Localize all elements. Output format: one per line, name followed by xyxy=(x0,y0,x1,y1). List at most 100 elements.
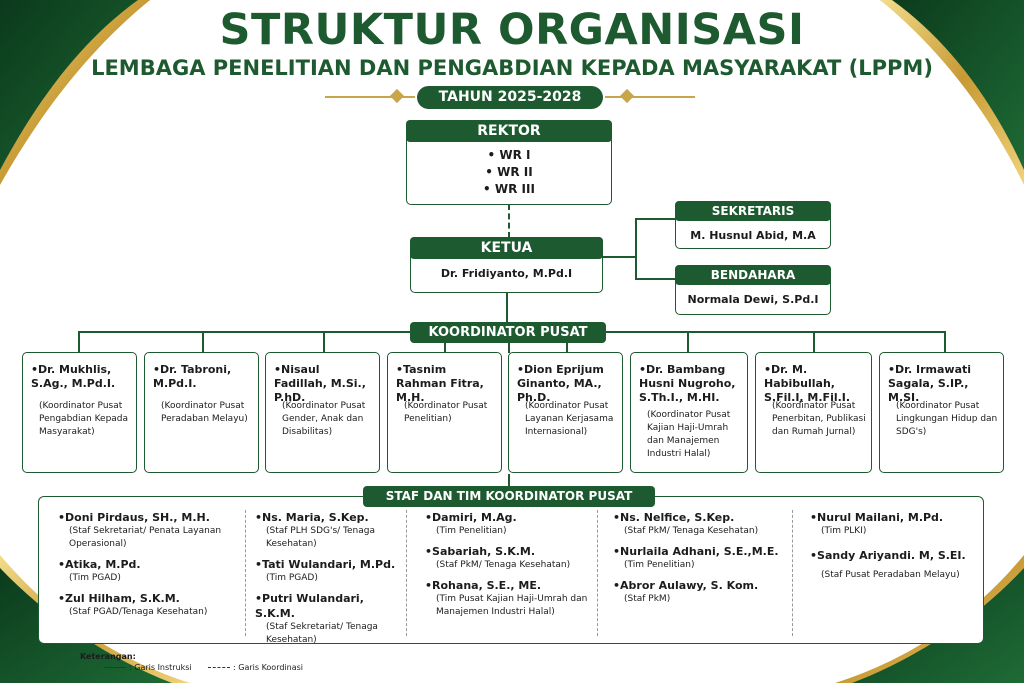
koordinator-name: Dion Eprijum Ginanto, MA., Ph.D. xyxy=(517,363,616,405)
koordinator-card: Dr. Mukhlis, S.Ag., M.Pd.I. (Koordinator… xyxy=(22,352,137,473)
column-divider xyxy=(792,510,793,636)
connector-line xyxy=(506,292,508,322)
koordinator-name: Dr. Irmawati Sagala, S.IP., M.SI. xyxy=(888,363,997,405)
sekretaris-name: M. Husnul Abid, M.A xyxy=(690,229,816,242)
staf-entry: Damiri, M.Ag. (Tim Penelitian) xyxy=(425,510,595,538)
staf-name: Doni Pirdaus, SH., M.H. xyxy=(58,510,243,525)
staf-role: (Tim PLKI) xyxy=(821,526,867,536)
staf-entry: Ns. Maria, S.Kep. (Staf PLH SDG's/ Tenag… xyxy=(255,510,403,551)
staf-role: (Staf Pusat Peradaban Melayu) xyxy=(821,570,960,580)
staf-entry: Abror Aulawy, S. Kom. (Staf PkM) xyxy=(613,578,791,606)
staf-name: Nurul Mailani, M.Pd. xyxy=(810,510,978,525)
staf-role: (Staf PLH SDG's/ Tenaga Kesehatan) xyxy=(266,526,375,549)
staf-name: Ns. Maria, S.Kep. xyxy=(255,510,403,525)
connector-line xyxy=(603,256,637,258)
staf-column: Ns. Nelfice, S.Kep. (Staf PkM/ Tenaga Ke… xyxy=(613,510,791,612)
legend-title: Keterangan: xyxy=(80,652,136,661)
staf-name: Tati Wulandari, M.Pd. xyxy=(255,557,403,572)
bendahara-name: Normala Dewi, S.Pd.I xyxy=(687,293,819,306)
bendahara-title: BENDAHARA xyxy=(675,265,831,285)
staf-role: (Staf PkM) xyxy=(624,594,671,604)
koordinator-card: Dr. Irmawati Sagala, S.IP., M.SI. (Koord… xyxy=(879,352,1004,473)
staf-entry: Nurul Mailani, M.Pd. (Tim PLKI) xyxy=(810,510,978,538)
rektor-box: REKTOR WR I WR II WR III xyxy=(406,120,612,205)
solid-line-icon xyxy=(104,667,126,668)
legend-solid-label: : Garis Instruksi xyxy=(129,663,192,672)
staf-entry: Sabariah, S.K.M. (Staf PkM/ Tenaga Keseh… xyxy=(425,544,595,572)
connector-line xyxy=(687,331,689,353)
rektor-title: REKTOR xyxy=(406,120,612,142)
staf-role: (Staf PkM/ Tenaga Kesehatan) xyxy=(624,526,759,536)
staf-role: (Staf PkM/ Tenaga Kesehatan) xyxy=(436,560,571,570)
koordinator-name: Nisaul Fadillah, M.Si., P.hD. xyxy=(274,363,373,405)
legend-dashed-label: : Garis Koordinasi xyxy=(233,663,304,672)
bendahara-box: BENDAHARA Normala Dewi, S.Pd.I xyxy=(675,265,831,315)
koordinator-role: (Koordinator Pusat Penelitian) xyxy=(404,401,488,424)
koordinator-card: Dion Eprijum Ginanto, MA., Ph.D. (Koordi… xyxy=(508,352,623,473)
connector-line xyxy=(508,343,510,353)
wr-item: WR III xyxy=(407,181,611,198)
staf-role: (Staf Sekretariat/ Tenaga Kesehatan) xyxy=(266,622,378,645)
koordinator-role: (Koordinator Pusat Pengabdian Kepada Mas… xyxy=(39,401,129,437)
staf-name: Sandy Ariyandi. M, S.EI. xyxy=(810,548,978,563)
ketua-box: KETUA Dr. Fridiyanto, M.Pd.I xyxy=(410,237,603,293)
staf-entry: Nurlaila Adhani, S.E.,M.E. (Tim Peneliti… xyxy=(613,544,791,572)
staf-column: Nurul Mailani, M.Pd. (Tim PLKI) Sandy Ar… xyxy=(810,510,978,588)
koordinator-title: KOORDINATOR PUSAT xyxy=(410,322,606,343)
connector-line xyxy=(635,218,675,220)
wr-item: WR I xyxy=(407,147,611,164)
koordinator-role: (Koordinator Pusat Penerbitan, Publikasi… xyxy=(772,401,866,437)
koordinator-card: Dr. Bambang Husni Nugroho, S.Th.I., M.HI… xyxy=(630,352,748,473)
staf-role: (Staf Sekretariat/ Penata Layanan Operas… xyxy=(69,526,222,549)
sekretaris-box: SEKRETARIS M. Husnul Abid, M.A xyxy=(675,201,831,249)
koordinator-name: Dr. M. Habibullah, S.Fil.I, M.Fil.I. xyxy=(764,363,865,405)
ketua-name: Dr. Fridiyanto, M.Pd.I xyxy=(440,267,573,280)
connector-line xyxy=(635,218,637,280)
legend-solid: : Garis Instruksi xyxy=(104,663,192,672)
staf-name: Atika, M.Pd. xyxy=(58,557,243,572)
wr-item: WR II xyxy=(407,164,611,181)
wr-list: WR I WR II WR III xyxy=(407,147,611,198)
connector-line xyxy=(202,331,204,353)
staf-entry: Doni Pirdaus, SH., M.H. (Staf Sekretaria… xyxy=(58,510,243,551)
connector-line xyxy=(323,331,325,353)
coordination-line xyxy=(508,204,510,238)
koordinator-name: Dr. Bambang Husni Nugroho, S.Th.I., M.HI… xyxy=(639,363,741,405)
dashed-line-icon xyxy=(208,667,230,668)
staf-role: (Tim Pusat Kajian Haji-Umrah dan Manajem… xyxy=(436,594,588,617)
staf-role: (Tim PGAD) xyxy=(266,573,318,583)
staf-name: Abror Aulawy, S. Kom. xyxy=(613,578,791,593)
staf-entry: Zul Hilham, S.K.M. (Staf PGAD/Tenaga Kes… xyxy=(58,591,243,619)
connector-line xyxy=(813,331,815,353)
staf-name: Ns. Nelfice, S.Kep. xyxy=(613,510,791,525)
staf-entry: Tati Wulandari, M.Pd. (Tim PGAD) xyxy=(255,557,403,585)
staf-column: Doni Pirdaus, SH., M.H. (Staf Sekretaria… xyxy=(58,510,243,625)
staf-entry: Sandy Ariyandi. M, S.EI. (Staf Pusat Per… xyxy=(810,548,978,582)
staf-column: Ns. Maria, S.Kep. (Staf PLH SDG's/ Tenag… xyxy=(255,510,403,653)
staf-entry: Putri Wulandari, S.K.M. (Staf Sekretaria… xyxy=(255,591,403,647)
koordinator-card: Tasnim Rahman Fitra, M.H. (Koordinator P… xyxy=(387,352,502,473)
koordinator-role: (Koordinator Pusat Gender, Anak dan Disa… xyxy=(282,401,366,437)
koordinator-card: Dr. M. Habibullah, S.Fil.I, M.Fil.I. (Ko… xyxy=(755,352,872,473)
staf-role: (Staf PGAD/Tenaga Kesehatan) xyxy=(69,607,208,617)
koordinator-card: Dr. Tabroni, M.Pd.I. (Koordinator Pusat … xyxy=(144,352,259,473)
staf-entry: Rohana, S.E., ME. (Tim Pusat Kajian Haji… xyxy=(425,578,595,619)
koordinator-card: Nisaul Fadillah, M.Si., P.hD. (Koordinat… xyxy=(265,352,380,473)
staf-name: Putri Wulandari, S.K.M. xyxy=(255,591,403,621)
connector-line xyxy=(78,331,80,353)
koordinator-role: (Koordinator Pusat Layanan Kerjasama Int… xyxy=(525,401,614,437)
staf-entry: Ns. Nelfice, S.Kep. (Staf PkM/ Tenaga Ke… xyxy=(613,510,791,538)
connector-line xyxy=(508,474,510,488)
staf-name: Rohana, S.E., ME. xyxy=(425,578,595,593)
connector-line xyxy=(635,278,675,280)
koordinator-name: Dr. Mukhlis, S.Ag., M.Pd.I. xyxy=(31,363,130,391)
column-divider xyxy=(245,510,246,636)
staf-role: (Tim Penelitian) xyxy=(436,526,507,536)
staf-role: (Tim PGAD) xyxy=(69,573,121,583)
year-divider-left xyxy=(325,96,415,98)
staf-entry: Atika, M.Pd. (Tim PGAD) xyxy=(58,557,243,585)
koordinator-role: (Koordinator Pusat Peradaban Melayu) xyxy=(161,401,248,424)
column-divider xyxy=(406,510,407,636)
